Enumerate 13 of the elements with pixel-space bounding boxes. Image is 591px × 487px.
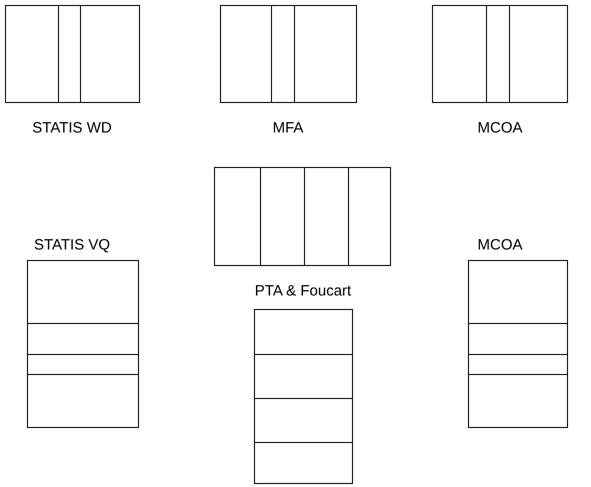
matrix-block <box>220 5 357 103</box>
matrix-block <box>5 5 140 103</box>
matrix-block <box>468 260 568 428</box>
method-label: PTA & Foucart <box>254 282 352 300</box>
matrix-block <box>27 260 139 428</box>
matrix-block <box>432 5 568 103</box>
method-label: MFA <box>272 120 304 136</box>
matrix-block <box>214 167 391 266</box>
method-label: MCOA <box>478 120 522 136</box>
method-label: STATIS WD <box>32 120 112 136</box>
method-label: MCOA <box>478 236 522 254</box>
matrix-block <box>254 309 353 484</box>
method-label: STATIS VQ <box>34 236 110 254</box>
